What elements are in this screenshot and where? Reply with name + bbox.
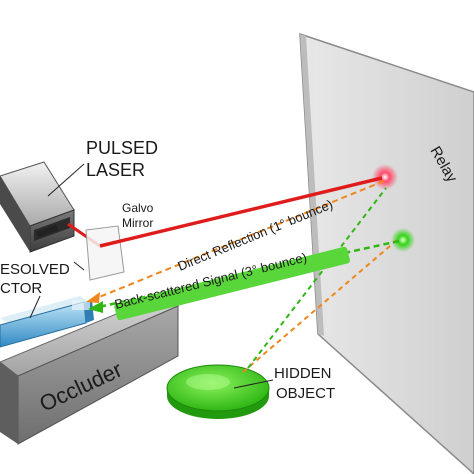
hidden-object-label-line2: OBJECT [276,385,335,402]
direct-reflection-path [91,180,385,301]
galvo-mirror [85,225,125,281]
hidden-object-leader [233,379,274,389]
hidden-object [166,364,270,419]
spad-detector [0,296,94,348]
laser-label-line1: PULSED [86,138,158,158]
galvo-label-line2: Mirror [122,216,153,230]
laser-beam-to-wall [99,176,383,248]
signal-path-to-object [242,239,398,373]
laser-leader [47,163,85,197]
detector-leader [29,295,41,319]
galvo-label-line1: Galvo [122,201,154,215]
backscatter-label-bg [114,246,350,321]
signal-spot [391,228,415,252]
direct-reflection-arrowhead [86,292,100,303]
signal-path-from-object [247,187,387,369]
detector-label-line2: CTOR [0,280,42,297]
backscatter-arrowhead [88,301,103,313]
laser-label-line2: LASER [86,160,145,180]
detector-label-line1: ESOLVED [0,261,70,278]
hidden-object-label-line1: HIDDEN [274,365,332,382]
pulsed-laser [0,161,75,253]
laser-spot [372,164,398,190]
galvo-leader [73,261,85,271]
